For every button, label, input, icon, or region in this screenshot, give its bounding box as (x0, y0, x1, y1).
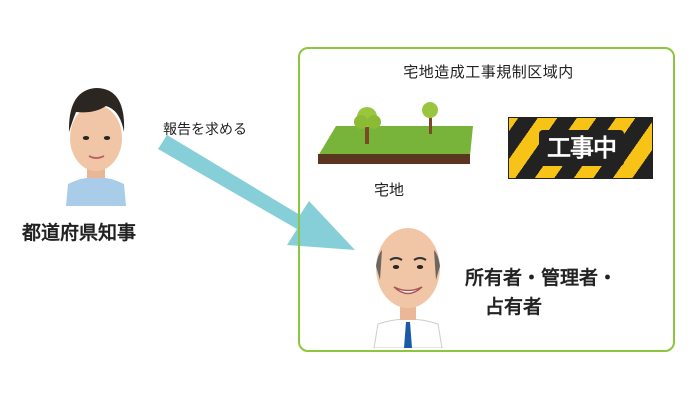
arrow-label: 報告を求める (163, 122, 247, 138)
owner-title-line2: 占有者 (485, 296, 543, 318)
sign-text: 工事中 (547, 134, 617, 162)
owner-avatar (373, 228, 443, 348)
sign-inner: 工事中 (539, 130, 624, 166)
governor-title: 都道府県知事 (22, 222, 137, 244)
zone-title: 宅地造成工事規制区域内 (403, 63, 574, 81)
land-label: 宅地 (374, 181, 405, 199)
governor-avatar (66, 88, 126, 206)
under-construction-sign: 工事中 (508, 117, 653, 179)
land-illustration (318, 102, 473, 164)
arrow-request-report (158, 135, 355, 250)
development-regulation-zone: 宅地造成工事規制区域内 (298, 47, 675, 352)
owner-title-line1: 所有者・管理者・ (465, 267, 618, 289)
